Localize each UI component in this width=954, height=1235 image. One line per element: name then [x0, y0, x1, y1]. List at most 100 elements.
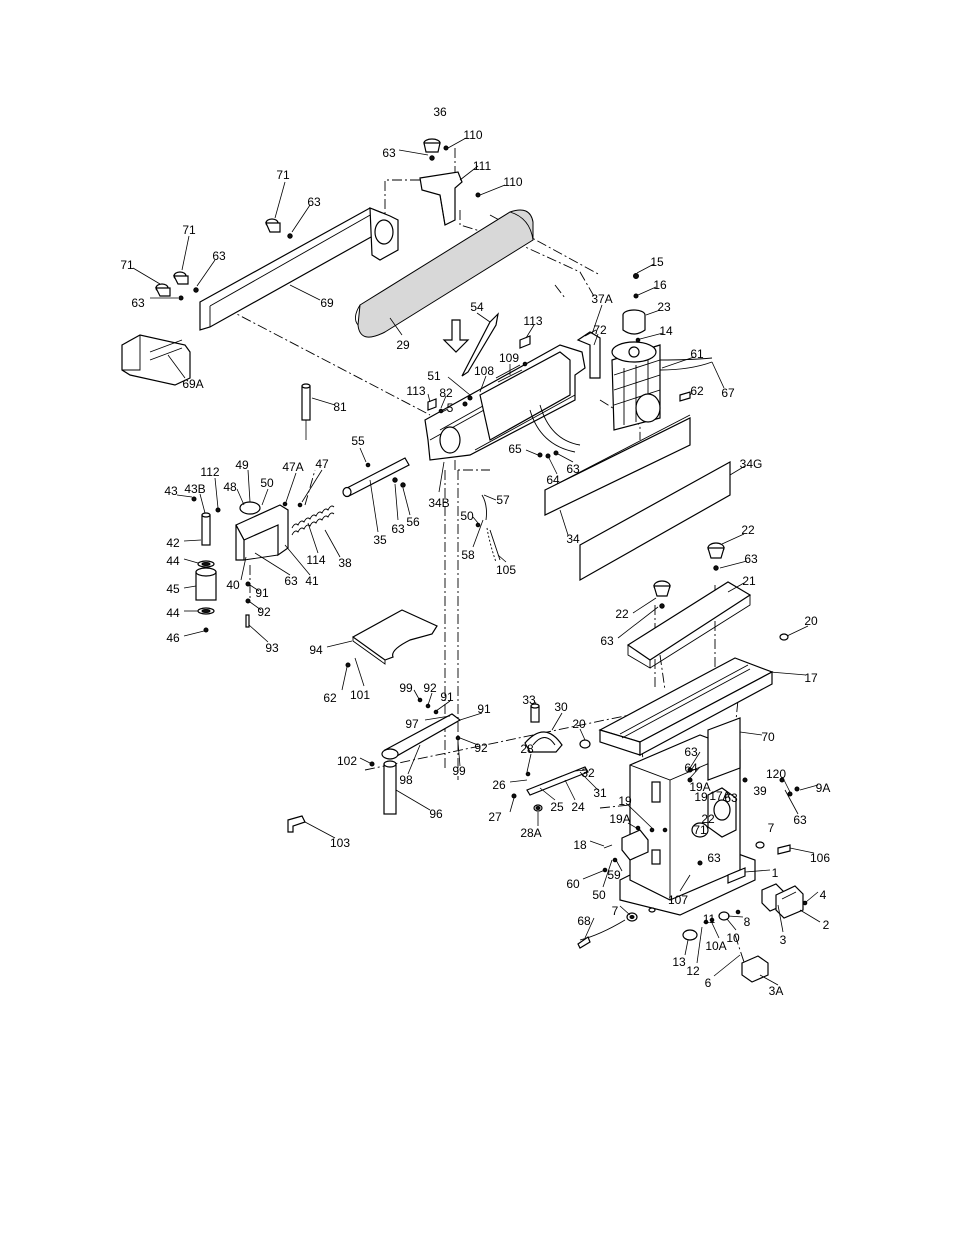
part-number-label: 28 — [520, 742, 534, 756]
part-number-label: 33 — [522, 693, 536, 707]
part-number-label: 44 — [166, 554, 180, 568]
part-number-label: 27 — [488, 810, 502, 824]
part-number-label: 20 — [572, 717, 586, 731]
part-number-label: 17A — [709, 789, 730, 803]
part-number-label: 63 — [684, 745, 698, 759]
part-number-label: 2 — [823, 918, 830, 932]
part-number-label: 91 — [440, 690, 454, 704]
part-number-label: 92 — [423, 681, 437, 695]
part-number-label: 18 — [573, 838, 587, 852]
part-number-label: 71 — [693, 823, 707, 837]
part-number-label: 32 — [581, 766, 595, 780]
part-number-label: 105 — [496, 563, 516, 577]
part-number-label: 92 — [257, 605, 271, 619]
hex-wrench — [287, 815, 306, 833]
part-number-label: 60 — [566, 877, 580, 891]
part-number-label: 19A — [689, 780, 710, 794]
part-number-label: 98 — [399, 773, 413, 787]
part-number-label: 19 — [694, 790, 708, 804]
part-number-label: 10 — [726, 931, 740, 945]
work-table — [598, 657, 774, 757]
part-number-label: 71 — [276, 168, 290, 182]
part-number-label: 46 — [166, 631, 180, 645]
part-number-label: 36 — [433, 105, 447, 119]
part-number-label: 20 — [804, 614, 818, 628]
part-number-label: 62 — [323, 691, 337, 705]
part-number-label: 63 — [391, 522, 405, 536]
table-insert — [345, 609, 438, 668]
part-number-label: 13 — [672, 955, 686, 969]
part-number-label: 3A — [769, 984, 784, 998]
leader-lines — [132, 137, 821, 986]
part-number-label: 50 — [460, 509, 474, 523]
part-number-label: 59 — [607, 868, 621, 882]
part-number-label: 30 — [554, 700, 568, 714]
part-number-label: 34 — [566, 532, 580, 546]
part-number-label: 23 — [657, 300, 671, 314]
part-number-label: 110 — [463, 128, 482, 142]
part-number-label: 49 — [235, 458, 249, 472]
part-number-label: 3 — [780, 933, 787, 947]
part-number-label: 63 — [284, 574, 298, 588]
part-number-label: 48 — [223, 480, 237, 494]
part-number-label: 63 — [382, 146, 396, 160]
table-bracket — [626, 542, 789, 669]
part-number-label: 29 — [396, 338, 410, 352]
part-number-label: 113 — [406, 384, 425, 398]
part-number-label: 63 — [307, 195, 321, 209]
hose-fittings — [475, 494, 501, 563]
part-number-label: 63 — [566, 462, 580, 476]
part-number-label: 12 — [686, 964, 700, 978]
part-number-label: 103 — [330, 836, 350, 850]
part-number-label: 99 — [399, 681, 413, 695]
part-number-label: 91 — [255, 586, 269, 600]
part-number-label: 120 — [766, 767, 786, 781]
part-number-label: 19 — [618, 794, 632, 808]
part-number-label: 9A — [816, 781, 831, 795]
part-number-label: 63 — [793, 813, 807, 827]
part-number-label: 22 — [741, 523, 755, 537]
part-number-label: 40 — [226, 578, 240, 592]
part-number-label: 51 — [427, 369, 441, 383]
part-number-label: 102 — [337, 754, 357, 768]
part-number-label: 34G — [740, 457, 763, 471]
miter-gauge — [511, 703, 591, 812]
part-number-label: 58 — [461, 548, 475, 562]
part-number-label: 22 — [615, 607, 629, 621]
part-number-label: 67 — [721, 386, 735, 400]
part-number-label: 106 — [810, 851, 830, 865]
part-number-label: 14 — [659, 324, 673, 338]
part-number-label: 17 — [804, 671, 818, 685]
part-number-label: 63 — [212, 249, 226, 263]
part-number-label: 63 — [724, 791, 738, 805]
part-number-label: 111 — [473, 159, 492, 173]
part-number-label: 54 — [470, 300, 484, 314]
part-number-label: 56 — [406, 515, 420, 529]
part-number-label: 71 — [182, 223, 196, 237]
part-number-label: 94 — [309, 643, 323, 657]
part-number-label: 16 — [653, 278, 667, 292]
part-number-label: 6 — [705, 976, 712, 990]
part-number-label: 31 — [593, 786, 607, 800]
part-number-label: 24 — [571, 800, 585, 814]
part-number-label: 63 — [131, 296, 145, 310]
part-number-label: 47 — [315, 457, 329, 471]
part-number-label: 45 — [166, 582, 180, 596]
part-number-label: 7 — [768, 821, 775, 835]
part-number-label: 25 — [550, 800, 564, 814]
part-number-label: 15 — [650, 255, 664, 269]
sanding-belt — [355, 209, 534, 338]
part-number-label: 108 — [474, 364, 494, 378]
part-number-label: 64 — [546, 473, 560, 487]
part-number-label: 64 — [684, 761, 698, 775]
part-number-label: 43 — [164, 484, 178, 498]
part-number-label: 22 — [701, 812, 715, 826]
direction-arrow — [442, 319, 470, 353]
part-number-label: 55 — [351, 434, 365, 448]
part-number-label: 28A — [520, 826, 541, 840]
part-number-label: 62 — [690, 384, 704, 398]
part-number-label: 63 — [744, 552, 758, 566]
part-number-label: 42 — [166, 536, 180, 550]
